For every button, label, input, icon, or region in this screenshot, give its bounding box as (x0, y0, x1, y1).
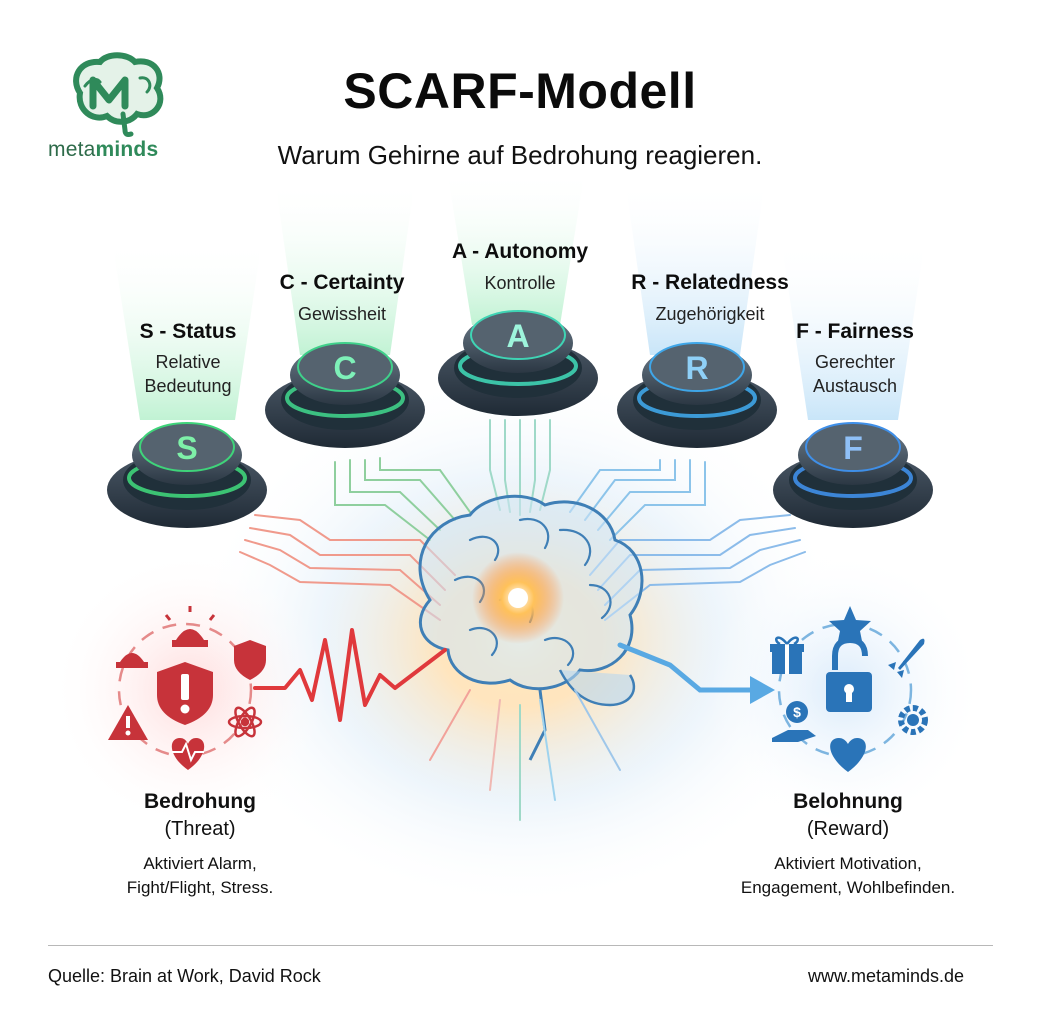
brain-icon (418, 494, 644, 761)
logo-suffix: minds (95, 138, 159, 161)
heart-pulse-icon (171, 738, 205, 770)
heart-icon (830, 738, 866, 772)
pillar-subtitle-autonomy: Kontrolle (410, 271, 630, 295)
threat-description-line: Fight/Flight, Stress. (126, 878, 274, 897)
pillar-subtitle-line: Gerechter (814, 352, 896, 372)
siren-icon (164, 606, 216, 647)
beam-f (781, 240, 925, 420)
beam-c (275, 180, 415, 355)
pillar-subtitle-certainty: Gewissheit (232, 302, 452, 326)
footer-divider (48, 945, 993, 946)
pillar-subtitle-line: Austausch (812, 376, 898, 396)
beam-a (447, 170, 585, 325)
svg-text:$: $ (793, 704, 801, 720)
pillar-title-status: S - Status (139, 320, 237, 343)
button-letter-r: R (685, 350, 708, 386)
beam-r (625, 180, 765, 355)
reward-icons: $ (770, 606, 928, 772)
reward-description-line: Engagement, Wohlbefinden. (740, 878, 956, 897)
reward-description: Aktiviert Motivation, Engagement, Wohlbe… (698, 852, 998, 900)
atom-icon (227, 706, 263, 738)
gear-icon (898, 705, 928, 735)
button-r (617, 342, 777, 448)
logo-wordmark: metaminds (48, 138, 158, 162)
pillar-subtitle-status: Relative Bedeutung (88, 350, 288, 398)
reward-arrow-line (617, 642, 758, 693)
button-s (107, 422, 267, 528)
reward-subtitle: (Reward) (806, 818, 890, 840)
dollar-hand-icon: $ (772, 701, 816, 742)
logo-prefix: meta (48, 138, 96, 161)
threat-icons (108, 606, 266, 770)
metaminds-logo-icon (73, 52, 164, 137)
pillar-subtitle-line: Kontrolle (484, 273, 556, 293)
button-letter-c: C (333, 350, 356, 386)
unlocked-padlock-icon (826, 636, 872, 712)
shield-icon (234, 640, 266, 680)
pillar-title-fairness: F - Fairness (796, 320, 914, 343)
siren-icon (116, 653, 148, 668)
pillar-subtitle-line: Bedeutung (144, 376, 232, 396)
page-subtitle: Warum Gehirne auf Bedrohung reagieren. (277, 140, 763, 170)
shield-warning-icon (157, 662, 213, 725)
threat-description: Aktiviert Alarm, Fight/Flight, Stress. (60, 852, 340, 900)
pillar-subtitle-line: Zugehörigkeit (655, 304, 765, 324)
star-icon (829, 606, 871, 646)
circuit-lines (239, 419, 806, 621)
button-letter-a: A (506, 318, 529, 354)
button-letter-s: S (176, 430, 197, 466)
page-title: SCARF-Modell (343, 63, 697, 119)
pillar-title-certainty: C - Certainty (279, 271, 405, 294)
footer-source: Quelle: Brain at Work, David Rock (48, 966, 321, 986)
pillar-subtitle-relatedness: Zugehörigkeit (590, 302, 830, 326)
brain-rays (429, 689, 621, 821)
threat-title: Bedrohung (144, 790, 256, 813)
pillar-title-autonomy: A - Autonomy (451, 240, 589, 263)
gift-icon (770, 636, 804, 674)
reward-arrow-head (750, 676, 775, 704)
warning-triangle-icon (108, 705, 148, 740)
rocket-icon (888, 638, 925, 678)
button-a (438, 310, 598, 416)
pillar-title-relatedness: R - Relatedness (631, 271, 789, 294)
pillar-subtitle-line: Gewissheit (297, 304, 387, 324)
footer-website-link[interactable]: www.metaminds.de (808, 966, 965, 986)
button-f (773, 422, 933, 528)
button-letter-f: F (843, 430, 863, 466)
threat-description-line: Aktiviert Alarm, (143, 854, 257, 873)
heartbeat-line (253, 628, 447, 722)
pillar-subtitle-line: Relative (155, 352, 221, 372)
threat-subtitle: (Threat) (164, 818, 236, 840)
reward-title: Belohnung (793, 790, 903, 813)
pillar-subtitle-fairness: Gerechter Austausch (755, 350, 955, 398)
reward-description-line: Aktiviert Motivation, (774, 854, 922, 873)
beam-s (112, 240, 262, 420)
button-c (265, 342, 425, 448)
